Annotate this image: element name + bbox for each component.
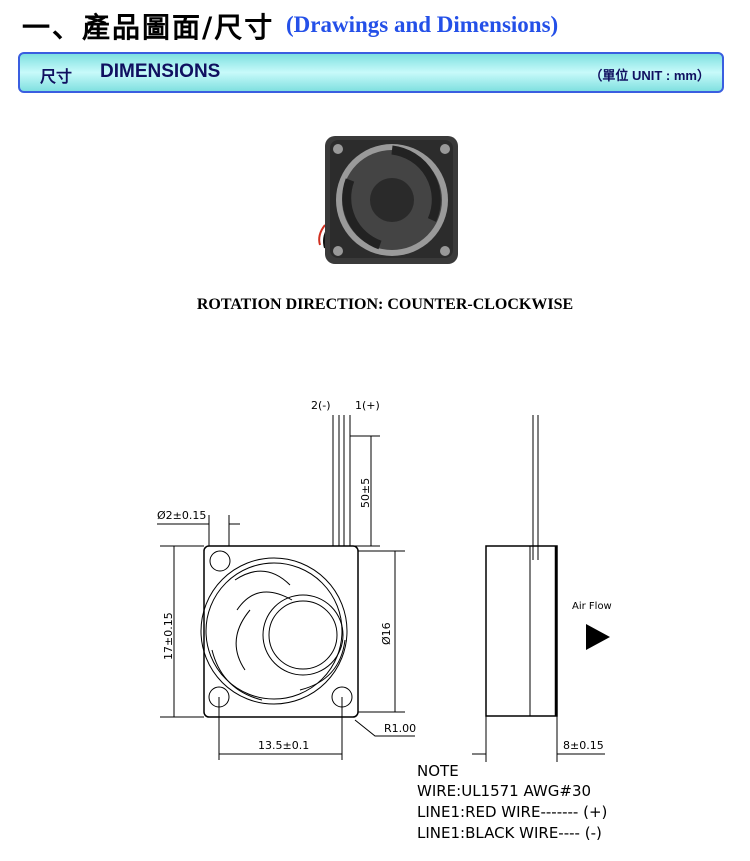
note-line: WIRE:UL1571 AWG#30 — [417, 782, 592, 800]
dimensions-banner: 尺寸 DIMENSIONS （單位 UNIT : mm） — [18, 52, 724, 93]
wire-label-negative: 2(-) — [311, 399, 331, 412]
note-line: LINE1:RED WIRE------- (+) — [417, 803, 608, 821]
wire-label-positive: 1(+) — [355, 399, 380, 412]
section-title-en: (Drawings and Dimensions) — [286, 12, 559, 37]
fan-photo — [318, 136, 458, 264]
banner-label-cn: 尺寸 — [40, 67, 73, 86]
fan-diameter-dim: Ø16 — [380, 622, 393, 645]
side-view-drawing — [472, 415, 605, 762]
unit-label: （單位 UNIT : mm） — [589, 68, 710, 83]
height-dim: 17±0.15 — [162, 612, 175, 660]
note-title: NOTE — [417, 762, 459, 780]
front-view-drawing — [157, 415, 415, 760]
section-title-cn: 一、產品圖面/尺寸 — [22, 11, 275, 44]
thickness-dim: 8±0.15 — [563, 739, 604, 752]
radius-dim: R1.00 — [384, 722, 416, 735]
note-line: LINE1:BLACK WIRE---- (-) — [417, 824, 602, 842]
airflow-arrow-icon — [586, 624, 610, 650]
rotation-caption: ROTATION DIRECTION: COUNTER-CLOCKWISE — [196, 296, 574, 313]
hole-spacing-dim: 13.5±0.1 — [258, 739, 309, 752]
hole-diameter-dim: Ø2±0.15 — [157, 509, 206, 522]
airflow-label: Air Flow — [572, 601, 612, 612]
banner-label-en: DIMENSIONS — [100, 61, 221, 82]
wire-length-dim: 50±5 — [359, 478, 372, 508]
